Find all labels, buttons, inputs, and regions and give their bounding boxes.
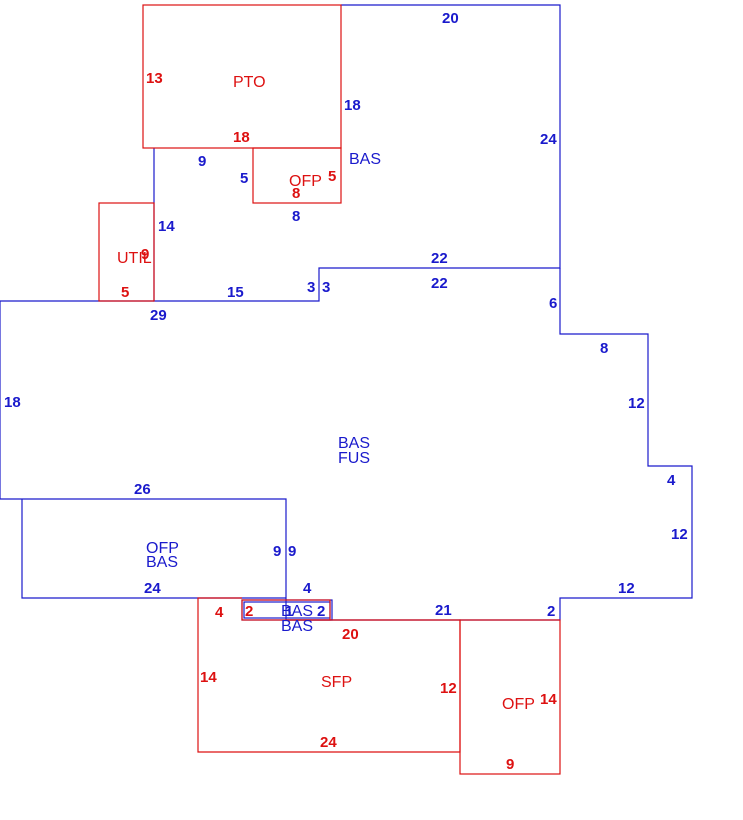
dim-label: 2 <box>547 603 555 620</box>
dim-label: 24 <box>320 734 337 751</box>
dim-label: 12 <box>440 680 457 697</box>
area-label-ofp-left: OFP <box>146 540 179 557</box>
dim-label: 14 <box>158 218 175 235</box>
ofp-right-outline <box>459 619 561 775</box>
dim-label: 3 <box>322 279 330 296</box>
ofp-top-outline <box>252 147 342 204</box>
dim-label: 20 <box>442 10 459 27</box>
dim-label: 12 <box>671 526 688 543</box>
dim-label: 21 <box>435 602 452 619</box>
dim-label: 20 <box>342 626 359 643</box>
area-label-bas-small2: BAS <box>281 618 313 635</box>
dim-label: 24 <box>144 580 161 597</box>
dim-label: 4 <box>667 472 676 489</box>
dim-label: 3 <box>307 279 315 296</box>
dim-label: 8 <box>600 340 608 357</box>
dim-label: 4 <box>215 604 224 621</box>
dim-label: 2 <box>317 603 325 620</box>
area-label-sfp: SFP <box>321 674 352 691</box>
dim-label: 26 <box>134 481 151 498</box>
area-label-pto: PTO <box>233 74 266 91</box>
dim-label: 9 <box>273 543 281 560</box>
dim-label: 9 <box>288 543 296 560</box>
sfp-small-red <box>241 599 331 621</box>
dim-label: 12 <box>628 395 645 412</box>
dim-label: 4 <box>303 580 312 597</box>
dim-label: 5 <box>328 168 336 185</box>
pto-outline <box>142 4 342 149</box>
area-label-ofp-top: OFP <box>289 173 322 190</box>
dim-label: 18 <box>233 129 250 146</box>
dim-label: 8 <box>292 185 300 202</box>
dim-label: 13 <box>146 70 163 87</box>
dim-label: 6 <box>549 295 557 312</box>
dim-label: 5 <box>121 284 129 301</box>
dim-label: 1 <box>285 603 293 620</box>
dim-label: 22 <box>431 275 448 292</box>
dim-label: 29 <box>150 307 167 324</box>
dim-label: 8 <box>292 208 300 225</box>
util-outline <box>98 202 155 302</box>
area-label-bas-main: BAS <box>338 435 370 452</box>
dim-label: 18 <box>4 394 21 411</box>
dim-label: 9 <box>198 153 206 170</box>
sfp-outline <box>197 597 461 753</box>
area-label-fus-main: FUS <box>338 450 370 467</box>
bas-main-outline <box>0 268 693 621</box>
dim-label: 9 <box>141 246 149 263</box>
area-label-bas-top: BAS <box>349 151 381 168</box>
dim-label: 2 <box>245 603 253 620</box>
area-label-bas-small: BAS <box>281 603 313 620</box>
dim-label: 12 <box>618 580 635 597</box>
dim-label: 18 <box>344 97 361 114</box>
dim-label: 22 <box>431 250 448 267</box>
dim-label: 14 <box>200 669 217 686</box>
dim-label: 14 <box>540 691 557 708</box>
dim-label: 9 <box>506 756 514 773</box>
area-label-util: UTIL <box>117 250 152 267</box>
dim-label: 15 <box>227 284 244 301</box>
area-label-ofp-right: OFP <box>502 696 535 713</box>
area-label-bas-left: BAS <box>146 554 178 571</box>
dim-label: 5 <box>240 170 248 187</box>
dim-label: 24 <box>540 131 557 148</box>
